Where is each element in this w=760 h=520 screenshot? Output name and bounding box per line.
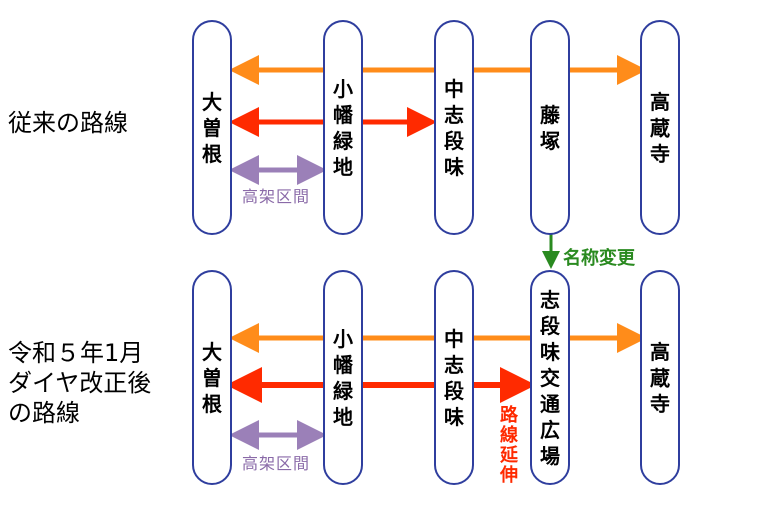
old-station-nakashidami: 中志段味 (434, 20, 474, 235)
old-station-fujitsuka: 藤塚 (530, 20, 570, 235)
new-elevated-note: 高架区間 (242, 454, 311, 473)
old-station-ozone: 大曽根 (192, 20, 232, 235)
old-route-label: 従来の路線 (8, 109, 128, 137)
new-station-kozoji: 高蔵寺 (640, 270, 680, 485)
new-station-ozone: 大曽根 (192, 270, 232, 485)
old-station-obata-ryokuchi: 小幡緑地 (323, 20, 363, 235)
new-station-shidami-kotsu-hiroba: 志段味交通広場 (530, 270, 570, 485)
old-elevated-note: 高架区間 (242, 187, 311, 206)
new-station-obata-ryokuchi: 小幡緑地 (323, 270, 363, 485)
rename-label: 名称変更 (563, 248, 635, 269)
extension-note: 路線延伸 (497, 405, 518, 485)
old-station-kozoji: 高蔵寺 (640, 20, 680, 235)
new-route-label: 令和５年1月 ダイヤ改正後 の路線 (8, 339, 152, 427)
new-station-nakashidami: 中志段味 (434, 270, 474, 485)
